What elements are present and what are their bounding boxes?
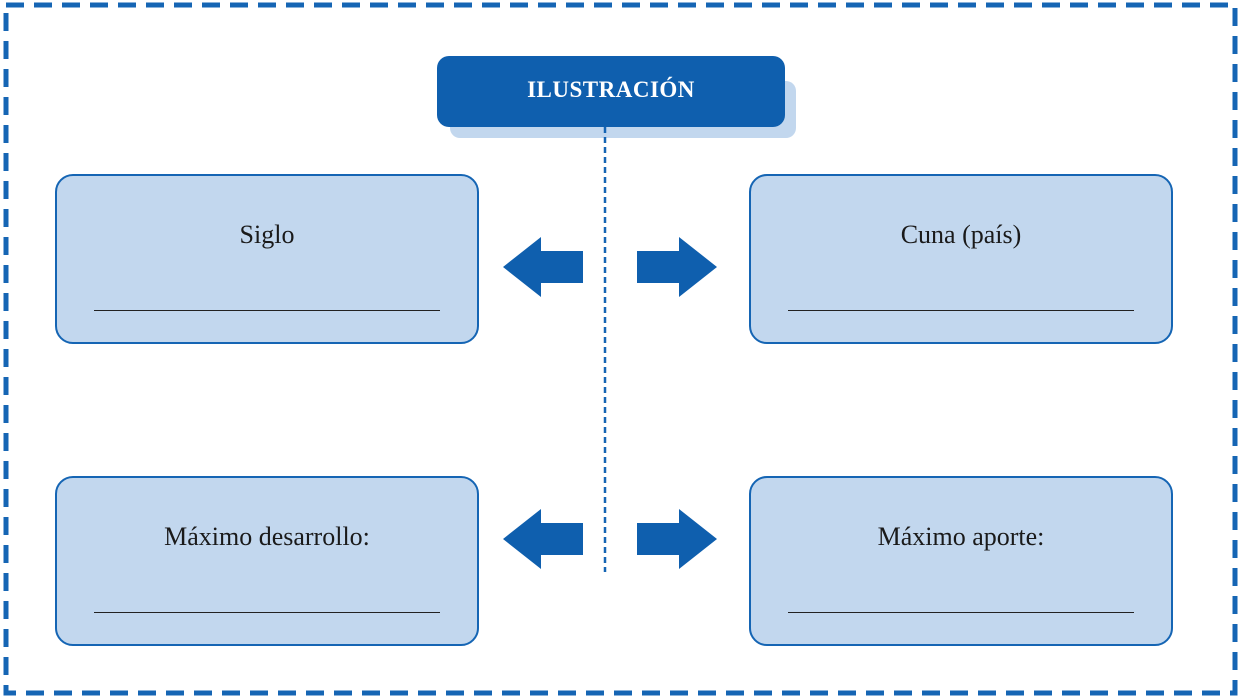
- box-maximo-desarrollo-answer-line[interactable]: [94, 612, 440, 613]
- box-siglo: Siglo: [55, 174, 479, 344]
- box-maximo-desarrollo: Máximo desarrollo:: [55, 476, 479, 646]
- box-maximo-desarrollo-label: Máximo desarrollo:: [164, 522, 370, 551]
- title-box: ILUSTRACIÓN: [437, 56, 785, 127]
- box-cuna-answer-line[interactable]: [788, 310, 1134, 311]
- title-text: ILUSTRACIÓN: [527, 77, 695, 102]
- box-siglo-label: Siglo: [239, 220, 295, 249]
- box-maximo-aporte: Máximo aporte:: [749, 476, 1173, 646]
- box-maximo-aporte-label: Máximo aporte:: [877, 522, 1045, 551]
- box-cuna-label: Cuna (país): [900, 220, 1022, 249]
- box-cuna: Cuna (país): [749, 174, 1173, 344]
- box-siglo-answer-line[interactable]: [94, 310, 440, 311]
- box-maximo-aporte-answer-line[interactable]: [788, 612, 1134, 613]
